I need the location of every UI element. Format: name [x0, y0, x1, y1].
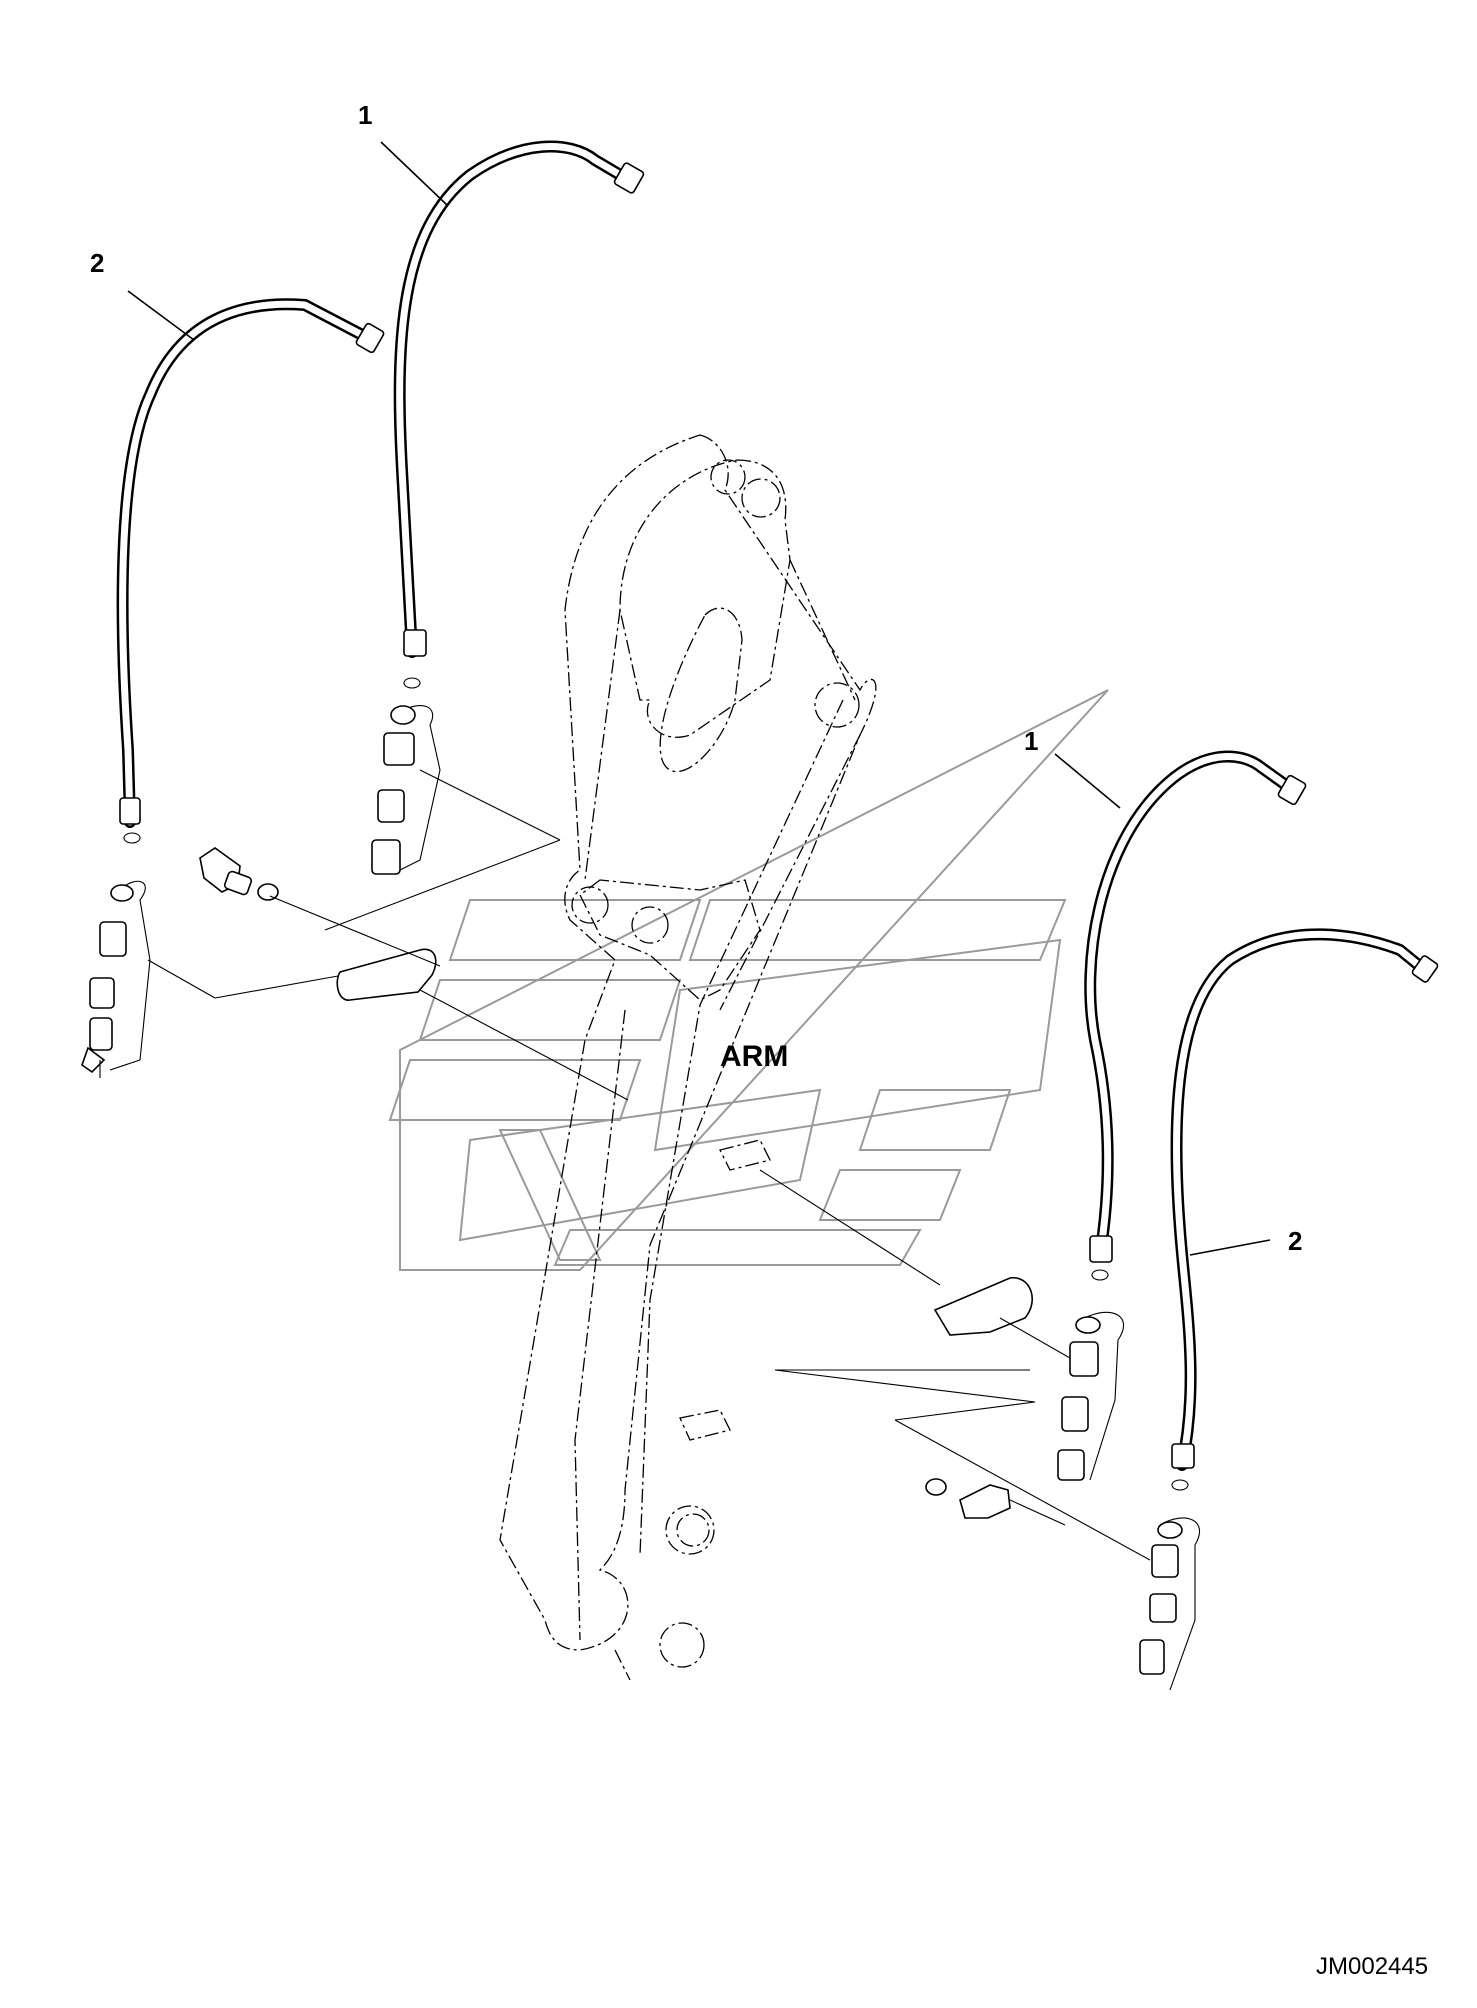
callout-leaders — [127, 141, 1271, 1256]
lower-right-fittings — [925, 1269, 1201, 1691]
callout-label-1-upper: 1 — [358, 100, 372, 130]
callout-label-2-lower: 2 — [1288, 1226, 1302, 1256]
assembly-lines — [147, 769, 1151, 1561]
callout-label-1-lower: 1 — [1024, 726, 1038, 756]
hose-2-upper — [116, 298, 385, 828]
callout-label-2-upper: 2 — [90, 248, 104, 278]
hose-1-upper — [393, 140, 645, 658]
hose-2-lower — [1170, 928, 1439, 1471]
upper-left-fittings — [81, 677, 441, 1078]
watermark-logo — [388, 689, 1109, 1271]
hose-1-lower — [1084, 750, 1307, 1263]
arm-outline — [499, 434, 877, 1681]
reference-code: JM002445 — [1316, 1953, 1428, 1980]
arm-label: ARM — [720, 1040, 788, 1073]
